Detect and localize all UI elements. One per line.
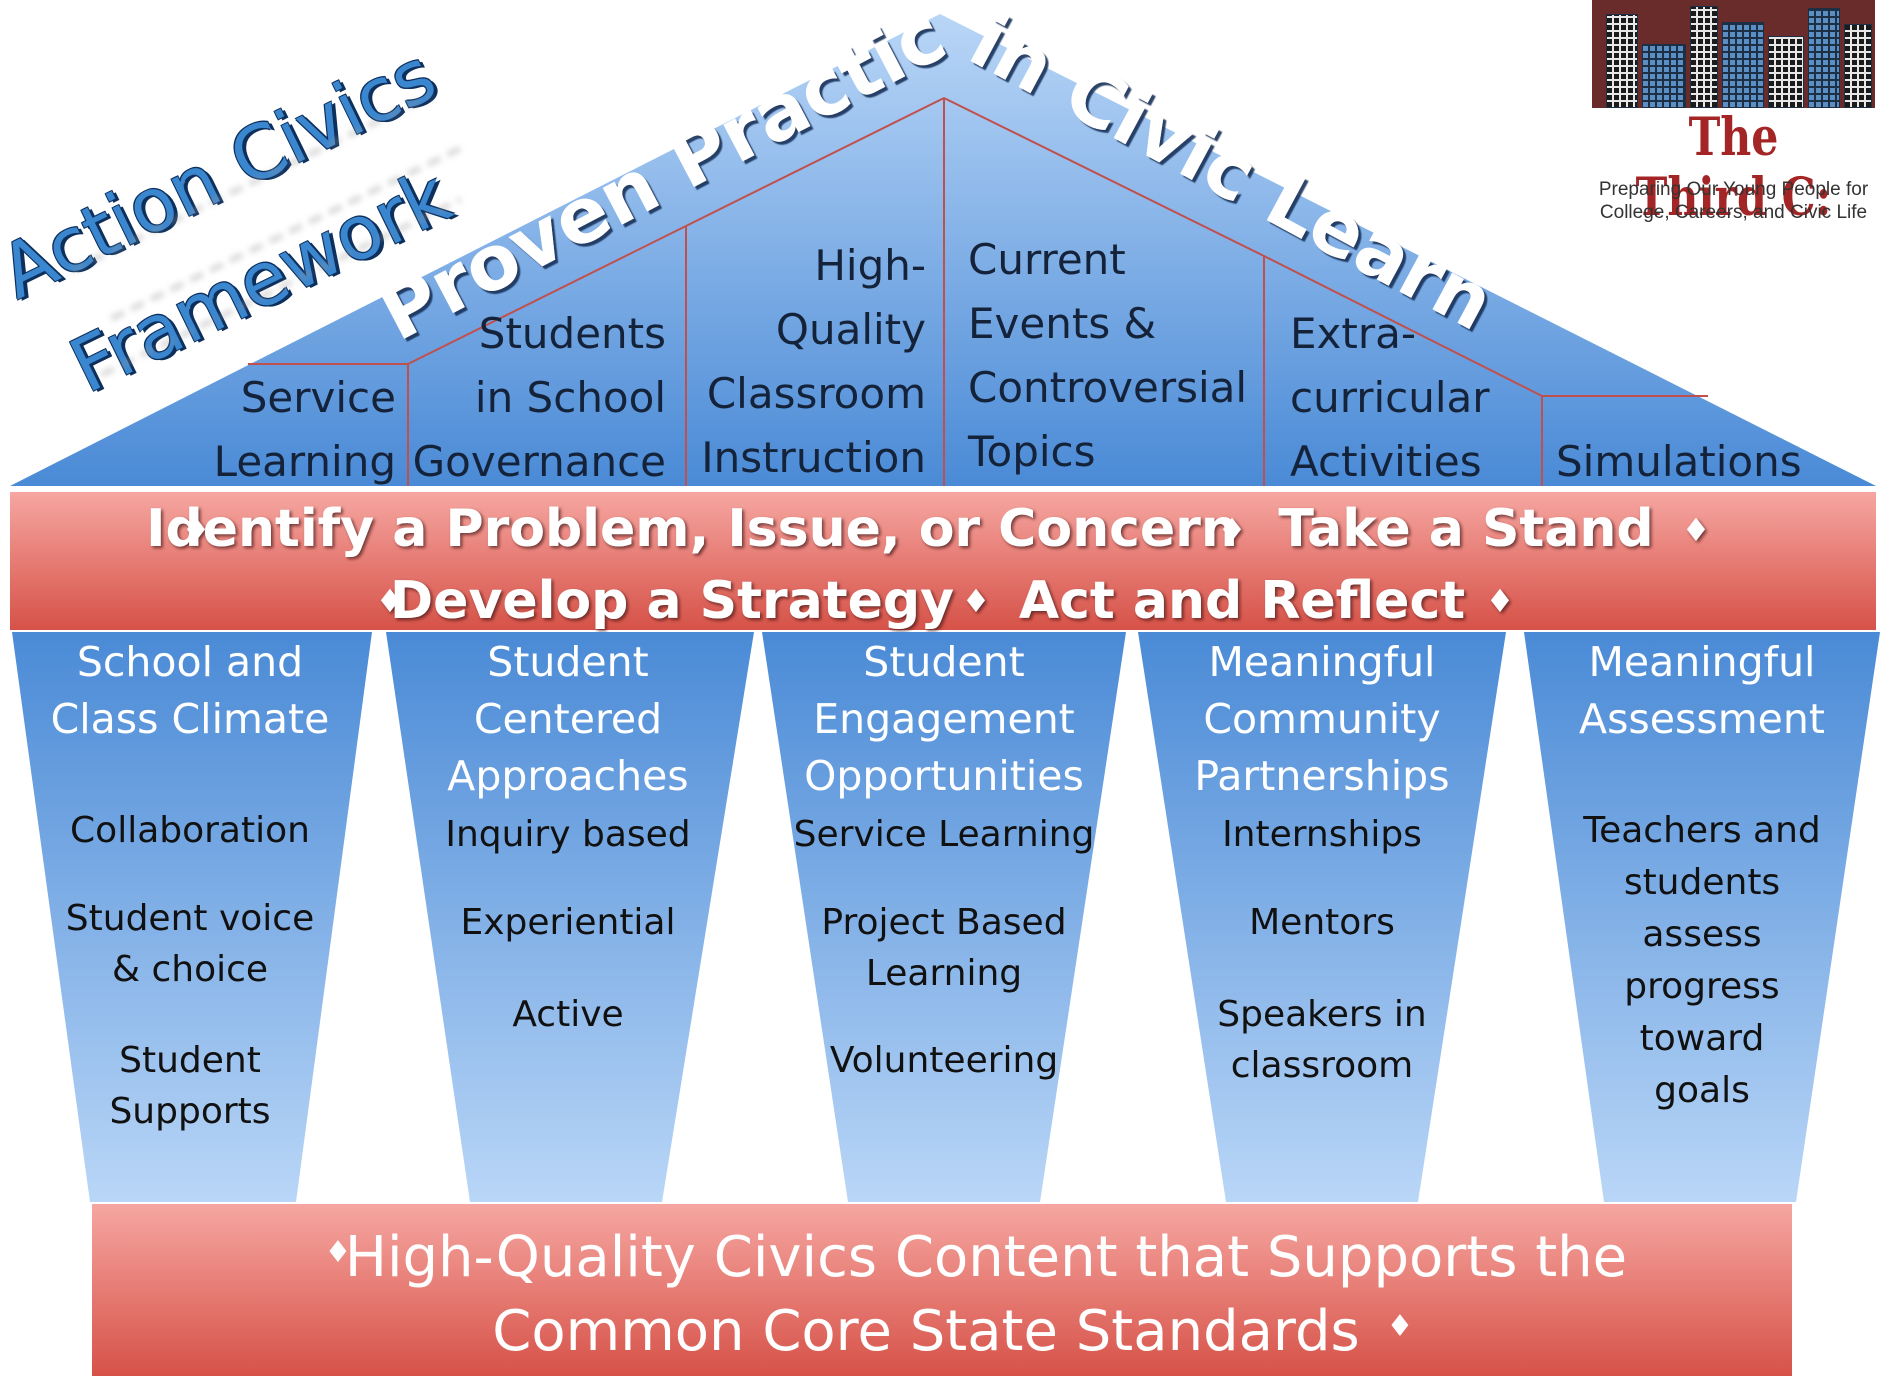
pillar-heading-line: Centered: [474, 695, 662, 743]
foundation-base: [92, 1204, 1792, 1376]
roof-practice-line: Service: [241, 373, 396, 422]
pillar-item-line: Mentors: [1249, 902, 1395, 943]
pillar-heading-line: Meaningful: [1589, 638, 1816, 686]
roof-practice-line: Governance: [413, 437, 666, 486]
pillar-item-line: goals: [1654, 1070, 1750, 1111]
beam-row-2: ♦ Develop a Strategy ♦ Act and Reflect ♦: [376, 571, 1515, 631]
roof-dividers: [248, 97, 1708, 486]
beam-step-develop-strategy: Develop a Strategy: [390, 571, 954, 631]
pillar-item-line: Learning: [866, 953, 1022, 994]
beam-bullet: ♦: [376, 582, 405, 620]
pillar-shape: [12, 632, 372, 1202]
roof-practice-line: curricular: [1290, 373, 1490, 422]
pillar-item-line: Project Based: [821, 902, 1066, 943]
beam-bullet: ♦: [182, 511, 211, 549]
pillar-item-line: progress: [1624, 966, 1779, 1007]
pillar-heading-line: Approaches: [447, 752, 688, 800]
roof-practice-line: Students: [479, 309, 666, 358]
roof-divider: [1263, 255, 1543, 397]
pillar-item-line: Active: [512, 994, 623, 1035]
pillar-shape: [1138, 632, 1506, 1202]
logo-subtitle-line-1: Preparing Our Young People for: [1598, 179, 1869, 200]
roof-practice-line: in School: [475, 373, 666, 422]
roof-practice-line: Extra-: [1290, 309, 1416, 358]
pillar-item-line: Collaboration: [70, 810, 310, 851]
pillar-item-line: Student: [119, 1040, 261, 1081]
pillar-heading-line: Opportunities: [804, 752, 1084, 800]
roof-practice-line: Quality: [776, 305, 926, 354]
roof-practice-line: Controversial: [968, 363, 1247, 412]
roof-practice-line: Activities: [1290, 437, 1482, 486]
roof-practice-line: Classroom: [707, 369, 926, 418]
beam-row-1: ♦ Identify a Problem, Issue, or Concern …: [146, 499, 1710, 559]
pillar-heading-line: School and: [77, 638, 303, 686]
city-skyline-image: [1592, 0, 1875, 108]
roof-practice-line: Learning: [214, 437, 396, 486]
beam-bullet: ♦: [962, 582, 991, 620]
pillar-heading-line: Meaningful: [1209, 638, 1436, 686]
pillar-heading-line: Engagement: [813, 695, 1075, 743]
roof-practice-line: High-: [814, 241, 926, 290]
foundation-bullet: ♦: [1387, 1309, 1414, 1344]
foundation-line-1: High-Quality Civics Content that Support…: [345, 1225, 1627, 1290]
logo-subtitle-line-2: College, Careers, and Civic Life: [1599, 202, 1868, 223]
beam-bullet: ♦: [1218, 511, 1247, 549]
pillar-item-line: toward: [1640, 1018, 1765, 1059]
pillar-shape: [762, 632, 1126, 1202]
pillar-heading-line: Class Climate: [51, 695, 330, 743]
roof-divider: [943, 97, 1265, 257]
roof-divider: [685, 97, 945, 227]
pillar-heading-line: Student: [863, 638, 1024, 686]
pillar-item-line: classroom: [1231, 1045, 1414, 1086]
pillar-item-line: students: [1624, 862, 1780, 903]
pillar-heading-line: Partnerships: [1194, 752, 1449, 800]
pillar-item-line: Volunteering: [830, 1040, 1058, 1081]
roof-practice-line: Topics: [967, 427, 1096, 476]
pillar-item-line: Service Learning: [794, 814, 1095, 855]
pillar-heading-line: Student: [487, 638, 648, 686]
action-beam: [10, 492, 1876, 630]
foundation-text: ♦ High-Quality Civics Content that Suppo…: [325, 1225, 1628, 1364]
logo-subtitle: Preparing Our Young People for College, …: [1596, 178, 1871, 224]
roof-practice-line: Instruction: [701, 433, 926, 482]
pillar-item-line: Supports: [109, 1091, 270, 1132]
pillar-item-line: Student voice: [66, 898, 314, 939]
beam-bullet: ♦: [1486, 582, 1515, 620]
roof-practice-line: Simulations: [1556, 437, 1802, 486]
roof-practice-line: Events &: [968, 299, 1156, 348]
roof-practice-line: Current: [968, 235, 1126, 284]
pillar-item-line: Teachers and: [1582, 810, 1821, 851]
pillar-item-line: & choice: [112, 949, 268, 990]
roof-divider: [407, 225, 687, 365]
beam-bullet: ♦: [1682, 511, 1711, 549]
foundation-line-2: Common Core State Standards: [492, 1299, 1359, 1364]
pillar-item-line: Experiential: [461, 902, 676, 943]
pillar-item-line: Internships: [1222, 814, 1422, 855]
beam-step-act-reflect: Act and Reflect: [1019, 571, 1465, 631]
pillar-heading-line: Assessment: [1579, 695, 1825, 743]
pillar-heading-line: Community: [1203, 695, 1440, 743]
third-c-logo: The Third C: Preparing Our Young People …: [1584, 0, 1883, 228]
pillars: [12, 632, 1880, 1202]
pillar-shape: [386, 632, 754, 1202]
logo-title: The Third C:: [1635, 107, 1832, 228]
beam-step-identify: Identify a Problem, Issue, or Concern: [146, 499, 1238, 559]
pillar-shape: [1524, 632, 1880, 1202]
foundation-bullet: ♦: [325, 1235, 352, 1270]
pillar-item-line: Inquiry based: [445, 814, 690, 855]
pillar-item-line: assess: [1642, 914, 1761, 955]
beam-step-take-a-stand: Take a Stand: [1278, 499, 1653, 559]
pillar-item-line: Speakers in: [1217, 994, 1426, 1035]
